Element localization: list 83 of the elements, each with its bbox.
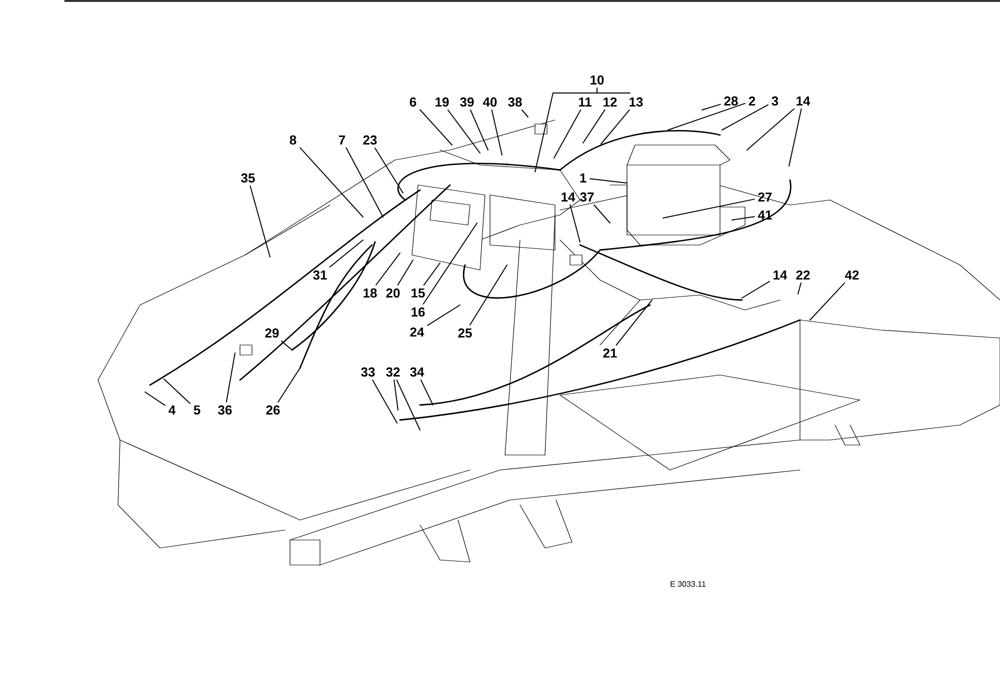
callout-number: 38 — [508, 97, 522, 107]
callout-number: 32 — [386, 367, 400, 377]
callout-number: 14 — [796, 96, 810, 106]
callout-number: 28 — [724, 96, 738, 106]
leader-line — [582, 109, 606, 144]
callout-number: 34 — [410, 367, 424, 377]
leader-line — [278, 368, 300, 402]
callout-number: 26 — [266, 405, 280, 415]
callout-number: 31 — [313, 270, 327, 280]
callout-number: 36 — [218, 405, 232, 415]
callout-number: 15 — [412, 288, 425, 298]
callout-number: 23 — [363, 135, 377, 145]
callout-number: 42 — [844, 270, 859, 280]
callout-number: 3 — [772, 96, 778, 106]
drawing-number: E 3033.11 — [670, 581, 706, 587]
callout-number: 14 — [562, 192, 576, 202]
leader-line — [420, 109, 452, 146]
leader-line — [427, 304, 460, 326]
callout-number: 14 — [774, 270, 788, 280]
leader-line — [164, 378, 190, 404]
leader-line — [590, 178, 628, 184]
callout-number: 7 — [338, 136, 346, 144]
callout-number: 25 — [458, 328, 472, 338]
callout-number: 2 — [748, 96, 756, 106]
leader-line — [144, 392, 166, 406]
callout-number: 37 — [580, 192, 594, 202]
callout-number: 40 — [482, 97, 497, 107]
callout-number: 22 — [796, 270, 810, 280]
leader-line — [420, 380, 434, 406]
callout-number: 16 — [412, 307, 425, 317]
leader-line — [346, 147, 384, 218]
leader-line — [798, 282, 802, 294]
callout-number: 5 — [194, 405, 200, 415]
leader-line — [396, 380, 420, 430]
leader-line — [469, 264, 508, 326]
leader-line — [554, 109, 582, 158]
callout-number: 13 — [630, 97, 643, 107]
callout-number: 35 — [241, 173, 255, 183]
callout-number: 20 — [386, 288, 400, 298]
callout-number: 10 — [590, 75, 604, 85]
leader-line — [226, 352, 236, 402]
leader-line — [447, 110, 480, 154]
leader-line — [423, 262, 440, 286]
callout-number: 1 — [580, 174, 586, 182]
leader-line — [280, 340, 292, 350]
leader-line — [422, 222, 478, 304]
leader-line — [570, 204, 580, 242]
callout-number: 12 — [604, 97, 617, 107]
callout-number: 4 — [168, 406, 176, 414]
leader-line — [702, 104, 721, 110]
leader-line — [374, 148, 404, 194]
leader-line — [746, 108, 795, 150]
leader-line — [742, 280, 770, 298]
leader-line — [662, 198, 755, 218]
leader-line — [250, 186, 270, 258]
callout-number: 24 — [410, 327, 424, 337]
callout-number: 6 — [410, 97, 416, 107]
callout-number: 8 — [290, 135, 296, 145]
leader-line — [491, 110, 502, 156]
callout-number: 21 — [603, 348, 617, 358]
leader-line — [668, 102, 746, 130]
leader-line — [470, 110, 488, 150]
leader-line — [600, 110, 630, 144]
leader-line — [788, 108, 802, 166]
leader-line — [594, 204, 610, 224]
callout-number: 19 — [436, 97, 449, 107]
callout-number: 18 — [364, 288, 377, 298]
leader-line — [616, 300, 652, 346]
callout-number: 29 — [265, 328, 279, 338]
leader-line — [376, 252, 400, 286]
leader-line — [732, 216, 755, 220]
leader-line — [300, 147, 364, 218]
leader-line — [397, 260, 414, 286]
callout-number: 33 — [361, 367, 375, 377]
callout-number: 39 — [460, 97, 474, 107]
leader-line — [372, 380, 398, 424]
leader-line — [722, 104, 768, 130]
leader-line — [534, 88, 630, 172]
leader-line — [810, 282, 846, 320]
leader-line — [329, 240, 364, 268]
leader-line — [394, 380, 398, 410]
callout-number: 11 — [578, 98, 592, 106]
leader-line — [521, 110, 528, 118]
